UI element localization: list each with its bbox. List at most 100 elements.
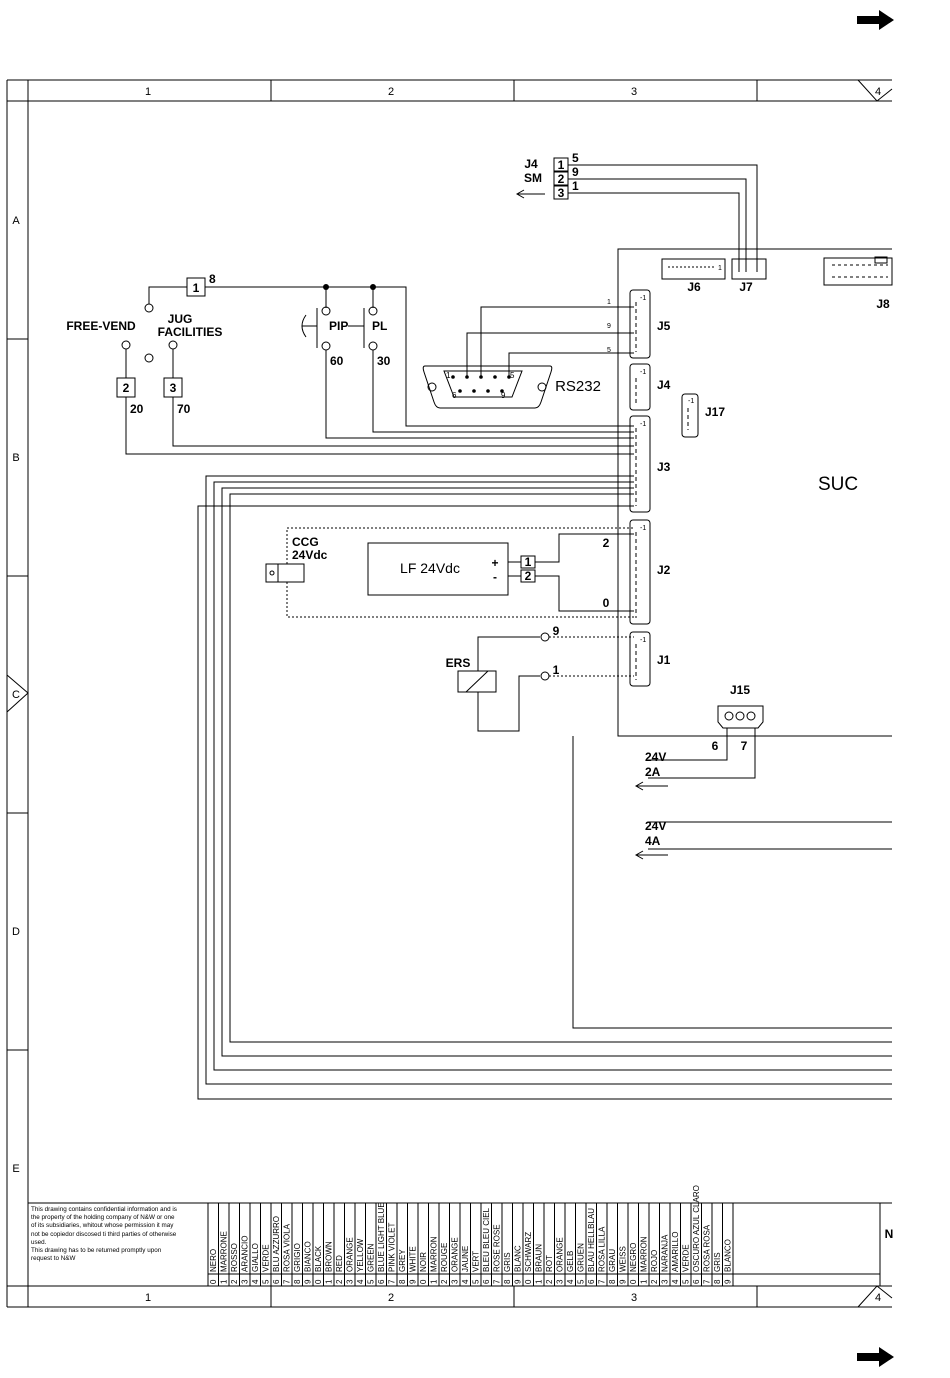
j1-label: J1 (657, 653, 671, 667)
junction-dot-pl (370, 284, 376, 290)
j2-connector (629, 519, 651, 625)
color-code-number: 5 (472, 1279, 481, 1284)
color-code-number: 5 (367, 1279, 376, 1284)
ruler-col-4-bottom: 4 (875, 1292, 881, 1304)
color-code-number: 7 (493, 1279, 502, 1284)
free-vend-label: FREE-VEND (66, 319, 136, 333)
ers-dotted-wires (549, 636, 634, 677)
j4-sm-sub-label: SM (524, 171, 542, 185)
jug-label-1: JUG (168, 312, 193, 326)
color-code-name: ROT (545, 1255, 554, 1272)
color-code-name: ROUGE (440, 1243, 449, 1272)
color-code-number: 4 (461, 1279, 470, 1284)
page-arrow-bottom-icon[interactable] (857, 1347, 894, 1367)
sm-box-2: 2 (558, 172, 565, 186)
j4-connector (629, 363, 651, 411)
color-code-number: 4 (251, 1279, 260, 1284)
ccg-component (265, 563, 305, 583)
ccg-dotted-wires (286, 527, 634, 618)
j7-connector (731, 258, 767, 280)
j6-pin-label: 1 (718, 265, 722, 272)
color-code-number: 8 (503, 1279, 512, 1284)
color-code-name: GELB (566, 1251, 575, 1272)
jug-label-2: FACILITIES (158, 325, 223, 339)
sm-box-1: 1 (558, 158, 565, 172)
color-code-name: YELLOW (356, 1238, 365, 1272)
free-vend-jug-switch (121, 303, 178, 378)
ruler-col-3: 3 (631, 86, 637, 98)
color-code-number: 5 (682, 1279, 691, 1284)
color-code-number: 8 (293, 1279, 302, 1284)
color-code-name: GRIS (503, 1252, 512, 1272)
rs232-connector (422, 365, 553, 409)
terminal-box-3-label: 3 (170, 381, 177, 395)
page-arrow-top-icon[interactable] (857, 10, 894, 30)
color-code-number: 2 (440, 1279, 449, 1284)
j2-wire-2: 2 (603, 536, 610, 550)
color-code-number: 3 (451, 1279, 460, 1284)
color-code-name: NARANJA (661, 1234, 670, 1272)
color-code-number: 0 (209, 1279, 218, 1284)
notice-line: This drawing has to be returned promptly… (31, 1247, 162, 1255)
color-code-name: ROJO (650, 1250, 659, 1272)
color-code-name: BRAUN (535, 1244, 544, 1272)
wire-70-label: 70 (177, 402, 191, 416)
color-code-number: 2 (545, 1279, 554, 1284)
ers-label: ERS (446, 656, 471, 670)
color-code-number: 4 (671, 1279, 680, 1284)
color-code-name: RED (335, 1255, 344, 1272)
color-code-name: VERDE (682, 1244, 691, 1272)
common-wire-8 (148, 286, 634, 427)
ruler-col-1: 1 (145, 86, 151, 98)
j6-connector (661, 258, 726, 280)
color-code-name: SCHWARZ (524, 1232, 533, 1272)
j1-connector (629, 631, 651, 687)
color-code-name: MARRONE (220, 1231, 229, 1272)
rs232-label: RS232 (555, 378, 601, 395)
color-code-number: 3 (346, 1279, 355, 1284)
sm-wires (568, 164, 758, 272)
color-code-name: PINK VIOLET (388, 1223, 397, 1272)
lf-24vdc-label: LF 24Vdc (400, 560, 460, 576)
color-code-number: 1 (535, 1279, 544, 1284)
wire-30-label: 30 (377, 354, 391, 368)
wire-color-table: 0NERO1MARRONE2ROSSO3ARANCIO4GIALLO5VERDE… (209, 1185, 734, 1286)
pip-label: PIP (329, 319, 348, 333)
color-code-number: 2 (335, 1279, 344, 1284)
color-code-name: NOIR (419, 1252, 428, 1272)
lf-minus-label: - (493, 570, 497, 584)
color-code-number: 8 (608, 1279, 617, 1284)
ruler-row-b: B (12, 452, 19, 464)
color-code-number: 0 (419, 1279, 428, 1284)
color-code-name: GIALLO (251, 1243, 260, 1272)
color-code-name: BROWN (325, 1241, 334, 1272)
color-code-number: 4 (566, 1279, 575, 1284)
v24-2a-label-2: 2A (645, 765, 661, 779)
v24-4a-arrow-icon (634, 850, 668, 860)
sm-wire-1: 1 (572, 179, 579, 193)
wire-20-label: 20 (130, 402, 144, 416)
color-code-number: 3 (661, 1279, 670, 1284)
rs232-pin-6: 6 (452, 391, 457, 400)
color-code-number: 9 (304, 1279, 313, 1284)
sm-arrow-icon (515, 189, 545, 199)
terminal-box-2-label: 2 (123, 381, 130, 395)
j8-connector (823, 256, 893, 286)
color-code-name: JAUNE (461, 1246, 470, 1272)
color-code-name: VERDE (262, 1244, 271, 1272)
color-code-number: 0 (524, 1279, 533, 1284)
color-code-name: ORANGE (556, 1237, 565, 1272)
title-block-n-label: N (885, 1227, 894, 1241)
j15-connector (717, 705, 764, 729)
color-code-name: BLANCO (724, 1239, 733, 1272)
rs232-pin-5: 5 (510, 371, 515, 380)
j5-connector (629, 289, 651, 359)
ruler-row-d: D (12, 926, 20, 938)
j15-label: J15 (730, 683, 750, 697)
color-code-number: 8 (398, 1279, 407, 1284)
lf-terminal-1: 1 (525, 555, 532, 569)
color-code-name: ORANGE (451, 1237, 460, 1272)
j17-connector (681, 393, 699, 438)
rs232-wires (466, 306, 634, 377)
j3-pin-marker: -1 (640, 421, 646, 428)
